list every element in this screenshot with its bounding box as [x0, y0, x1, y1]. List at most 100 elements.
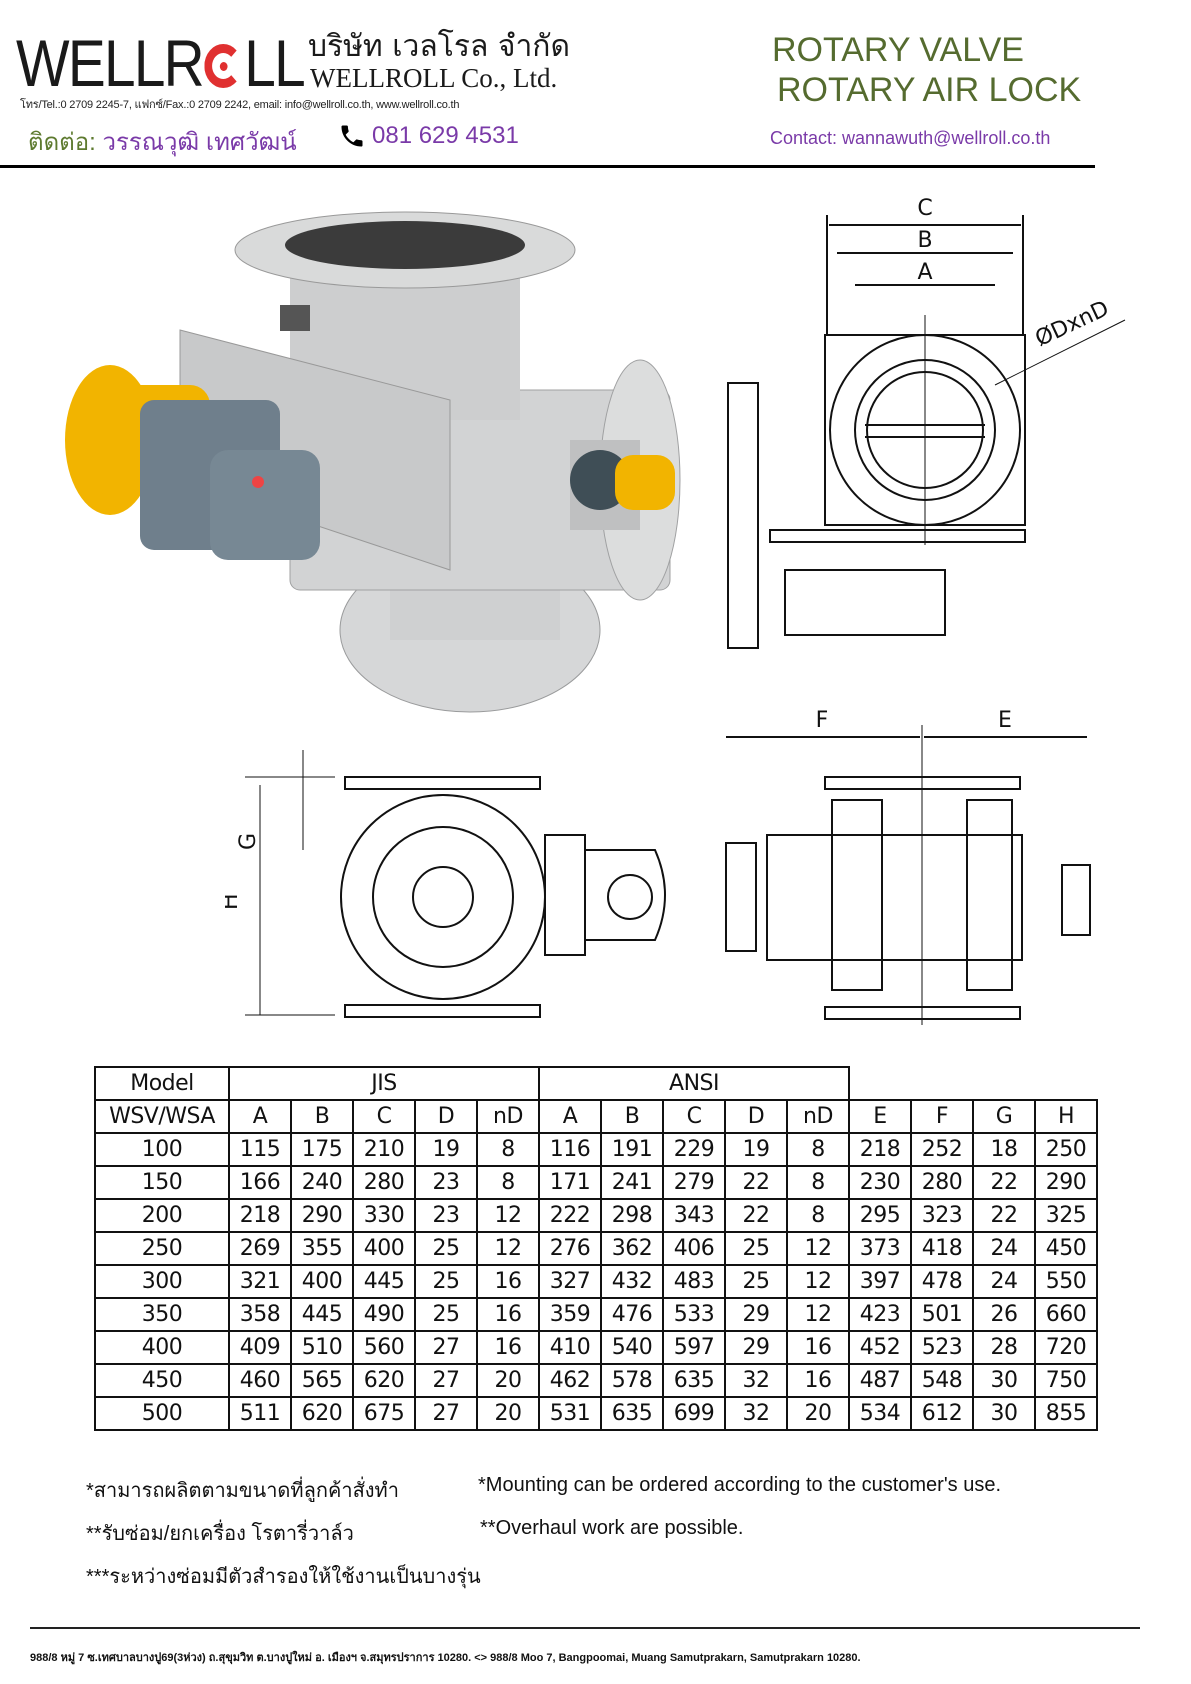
table-cell: 560: [352, 1330, 416, 1365]
table-cell: 476: [600, 1297, 664, 1332]
column-header: A: [538, 1099, 602, 1134]
table-cell: 171: [538, 1165, 602, 1200]
header-model: Model: [94, 1066, 230, 1101]
table-cell: 406: [662, 1231, 726, 1266]
table-cell: 523: [910, 1330, 974, 1365]
table-cell: 32: [724, 1396, 788, 1431]
table-cell: 8: [786, 1198, 850, 1233]
table-cell: 290: [1034, 1165, 1098, 1200]
column-header: A: [228, 1099, 292, 1134]
table-cell: 540: [600, 1330, 664, 1365]
table-cell: 25: [414, 1231, 478, 1266]
column-header: D: [414, 1099, 478, 1134]
table-cell: 359: [538, 1297, 602, 1332]
table-cell: 240: [290, 1165, 354, 1200]
logo-roll-icon: [204, 44, 243, 88]
company-contact-line: โทร/Tel.:0 2709 2245-7, แฟกซ์/Fax.:0 270…: [20, 99, 460, 111]
table-cell: 290: [290, 1198, 354, 1233]
footer-divider: [30, 1627, 1140, 1629]
table-cell: 23: [414, 1165, 478, 1200]
table-cell: 280: [352, 1165, 416, 1200]
column-header: nD: [476, 1099, 540, 1134]
table-cell: 16: [476, 1297, 540, 1332]
table-cell: 373: [848, 1231, 912, 1266]
table-cell: 23: [414, 1198, 478, 1233]
table-cell: 295: [848, 1198, 912, 1233]
table-cell: 321: [228, 1264, 292, 1299]
table-cell: 550: [1034, 1264, 1098, 1299]
table-cell: 855: [1034, 1396, 1098, 1431]
column-header: H: [1034, 1099, 1098, 1134]
table-cell: 510: [290, 1330, 354, 1365]
table-cell: 460: [228, 1363, 292, 1398]
table-cell: 423: [848, 1297, 912, 1332]
dimension-label-e: E: [998, 708, 1012, 733]
table-cell: 19: [724, 1132, 788, 1167]
table-cell: 358: [228, 1297, 292, 1332]
table-cell: 750: [1034, 1363, 1098, 1398]
table-cell: 16: [786, 1363, 850, 1398]
table-cell: 27: [414, 1363, 478, 1398]
table-cell: 18: [972, 1132, 1036, 1167]
table-cell: 30: [972, 1396, 1036, 1431]
column-header: WSV/WSA: [94, 1099, 230, 1134]
model-cell: 150: [94, 1165, 230, 1200]
table-cell: 450: [1034, 1231, 1098, 1266]
table-cell: 229: [662, 1132, 726, 1167]
table-cell: 511: [228, 1396, 292, 1431]
table-cell: 8: [786, 1132, 850, 1167]
dimension-label-bolt-holes: ØDxnD: [1032, 296, 1113, 352]
table-cell: 22: [724, 1165, 788, 1200]
table-cell: 166: [228, 1165, 292, 1200]
table-cell: 8: [476, 1165, 540, 1200]
phone-contact[interactable]: 081 629 4531: [338, 122, 519, 150]
product-title-line1: ROTARY VALVE: [772, 31, 1024, 69]
table-cell: 279: [662, 1165, 726, 1200]
table-cell: 22: [972, 1165, 1036, 1200]
table-cell: 400: [290, 1264, 354, 1299]
table-cell: 8: [786, 1165, 850, 1200]
table-cell: 298: [600, 1198, 664, 1233]
column-header: nD: [786, 1099, 850, 1134]
table-cell: 175: [290, 1132, 354, 1167]
table-cell: 252: [910, 1132, 974, 1167]
table-cell: 699: [662, 1396, 726, 1431]
table-cell: 27: [414, 1396, 478, 1431]
table-cell: 578: [600, 1363, 664, 1398]
contact-name: วรรณวุฒิ เทศวัฒน์: [102, 129, 297, 156]
table-cell: 29: [724, 1330, 788, 1365]
header-jis: JIS: [228, 1066, 540, 1101]
note-th-1: *สามารถผลิตตามขนาดที่ลูกค้าสั่งทำ: [86, 1480, 399, 1502]
column-header: C: [352, 1099, 416, 1134]
table-cell: 25: [414, 1264, 478, 1299]
note-th-2: **รับซ่อม/ยกเครื่อง โรตารี่วาล์ว: [86, 1523, 354, 1545]
table-cell: 362: [600, 1231, 664, 1266]
column-header: C: [662, 1099, 726, 1134]
table-column-header-row: WSV/WSA A B C D nD A B C D nD E F G H: [94, 1099, 1098, 1134]
table-cell: 19: [414, 1132, 478, 1167]
table-cell: 343: [662, 1198, 726, 1233]
dimension-label-h: H: [225, 893, 243, 910]
table-group-header-row: Model JIS ANSI: [94, 1066, 1097, 1101]
table-cell: 25: [724, 1264, 788, 1299]
top-view-drawing: C B A ØDxnD: [727, 196, 1126, 649]
contact-label: ติดต่อ:: [28, 129, 96, 156]
column-header: D: [724, 1099, 788, 1134]
model-cell: 250: [94, 1231, 230, 1266]
contact-email[interactable]: Contact: wannawuth@wellroll.co.th: [770, 128, 1051, 148]
table-cell: 12: [476, 1198, 540, 1233]
table-cell: 115: [228, 1132, 292, 1167]
table-cell: 720: [1034, 1330, 1098, 1365]
table-cell: 8: [476, 1132, 540, 1167]
table-cell: 635: [600, 1396, 664, 1431]
table-cell: 230: [848, 1165, 912, 1200]
table-cell: 25: [414, 1297, 478, 1332]
table-cell: 400: [352, 1231, 416, 1266]
table-cell: 12: [786, 1264, 850, 1299]
model-cell: 500: [94, 1396, 230, 1431]
